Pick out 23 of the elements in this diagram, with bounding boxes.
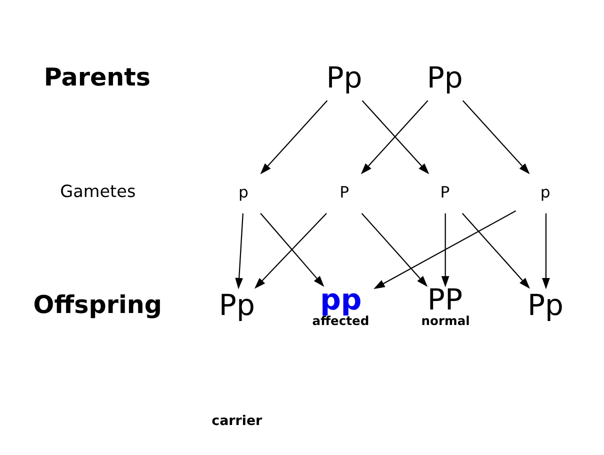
arrow <box>542 212 550 289</box>
node-text: PP <box>426 282 462 316</box>
label: Gametes <box>60 180 136 201</box>
node-label: normal <box>420 313 470 328</box>
node-text: Pp <box>527 287 564 322</box>
arrow <box>462 100 530 174</box>
arrow <box>234 212 243 289</box>
node-text: p <box>540 182 550 201</box>
node-text: pp <box>320 282 362 316</box>
node-text: P <box>440 182 450 201</box>
node-text: Pp <box>426 60 462 94</box>
arrow <box>260 100 328 174</box>
arrow <box>440 212 449 287</box>
arrow <box>462 212 530 288</box>
label: Offspring <box>32 289 162 318</box>
arrow <box>373 210 516 288</box>
label: carrier <box>211 413 262 428</box>
label: Parents <box>43 62 150 91</box>
node-text: p <box>238 182 248 201</box>
node-text: Pp <box>326 60 362 94</box>
node-text: P <box>339 182 349 201</box>
arrow <box>360 212 428 286</box>
node-text: Pp <box>218 287 254 322</box>
